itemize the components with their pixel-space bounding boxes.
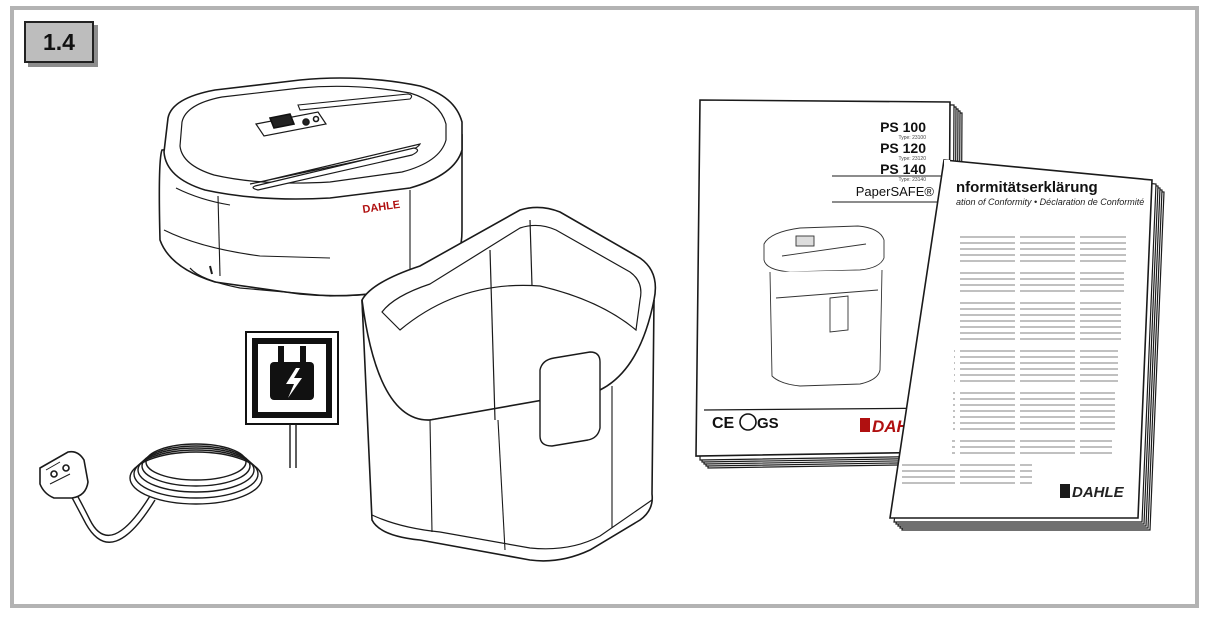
ce-mark: CE xyxy=(712,415,735,432)
model-type: Type: 23120 xyxy=(898,156,926,162)
gs-mark: GS xyxy=(757,415,779,432)
shredder-head xyxy=(158,77,463,297)
declaration-brand-logo: DAHLE xyxy=(1072,484,1125,501)
model-name: PS 120 xyxy=(880,140,926,156)
waste-bin xyxy=(361,206,657,562)
power-plug-icon xyxy=(245,331,339,425)
model-name: PS 100 xyxy=(880,119,926,135)
product-name: PaperSAFE® xyxy=(856,184,935,199)
declaration-subtitle: ation of Conformity • Déclaration de Con… xyxy=(956,197,1144,207)
dahle-logo-icon xyxy=(860,418,870,432)
declaration-title: nformitätserklärung xyxy=(956,179,1098,196)
shredder-brand-logo: DAHLE xyxy=(362,199,401,216)
model-name: PS 140 xyxy=(880,161,926,177)
power-cord xyxy=(67,424,297,543)
model-type: Type: 23140 xyxy=(898,177,926,183)
declaration-body-text xyxy=(902,236,1126,488)
instruction-manual: PS 100 Type: 23100 PS 120 Type: 23120 PS… xyxy=(695,99,963,469)
model-type: Type: 23100 xyxy=(898,135,926,141)
figure-number-badge: 1.4 xyxy=(24,21,94,63)
dahle-logo-icon xyxy=(1060,484,1070,498)
cover-shredder-image xyxy=(763,225,885,387)
power-plug xyxy=(39,450,89,499)
declaration-of-conformity: nformitätserklärung ation of Conformity … xyxy=(889,159,1165,531)
certification-icon xyxy=(739,413,757,431)
